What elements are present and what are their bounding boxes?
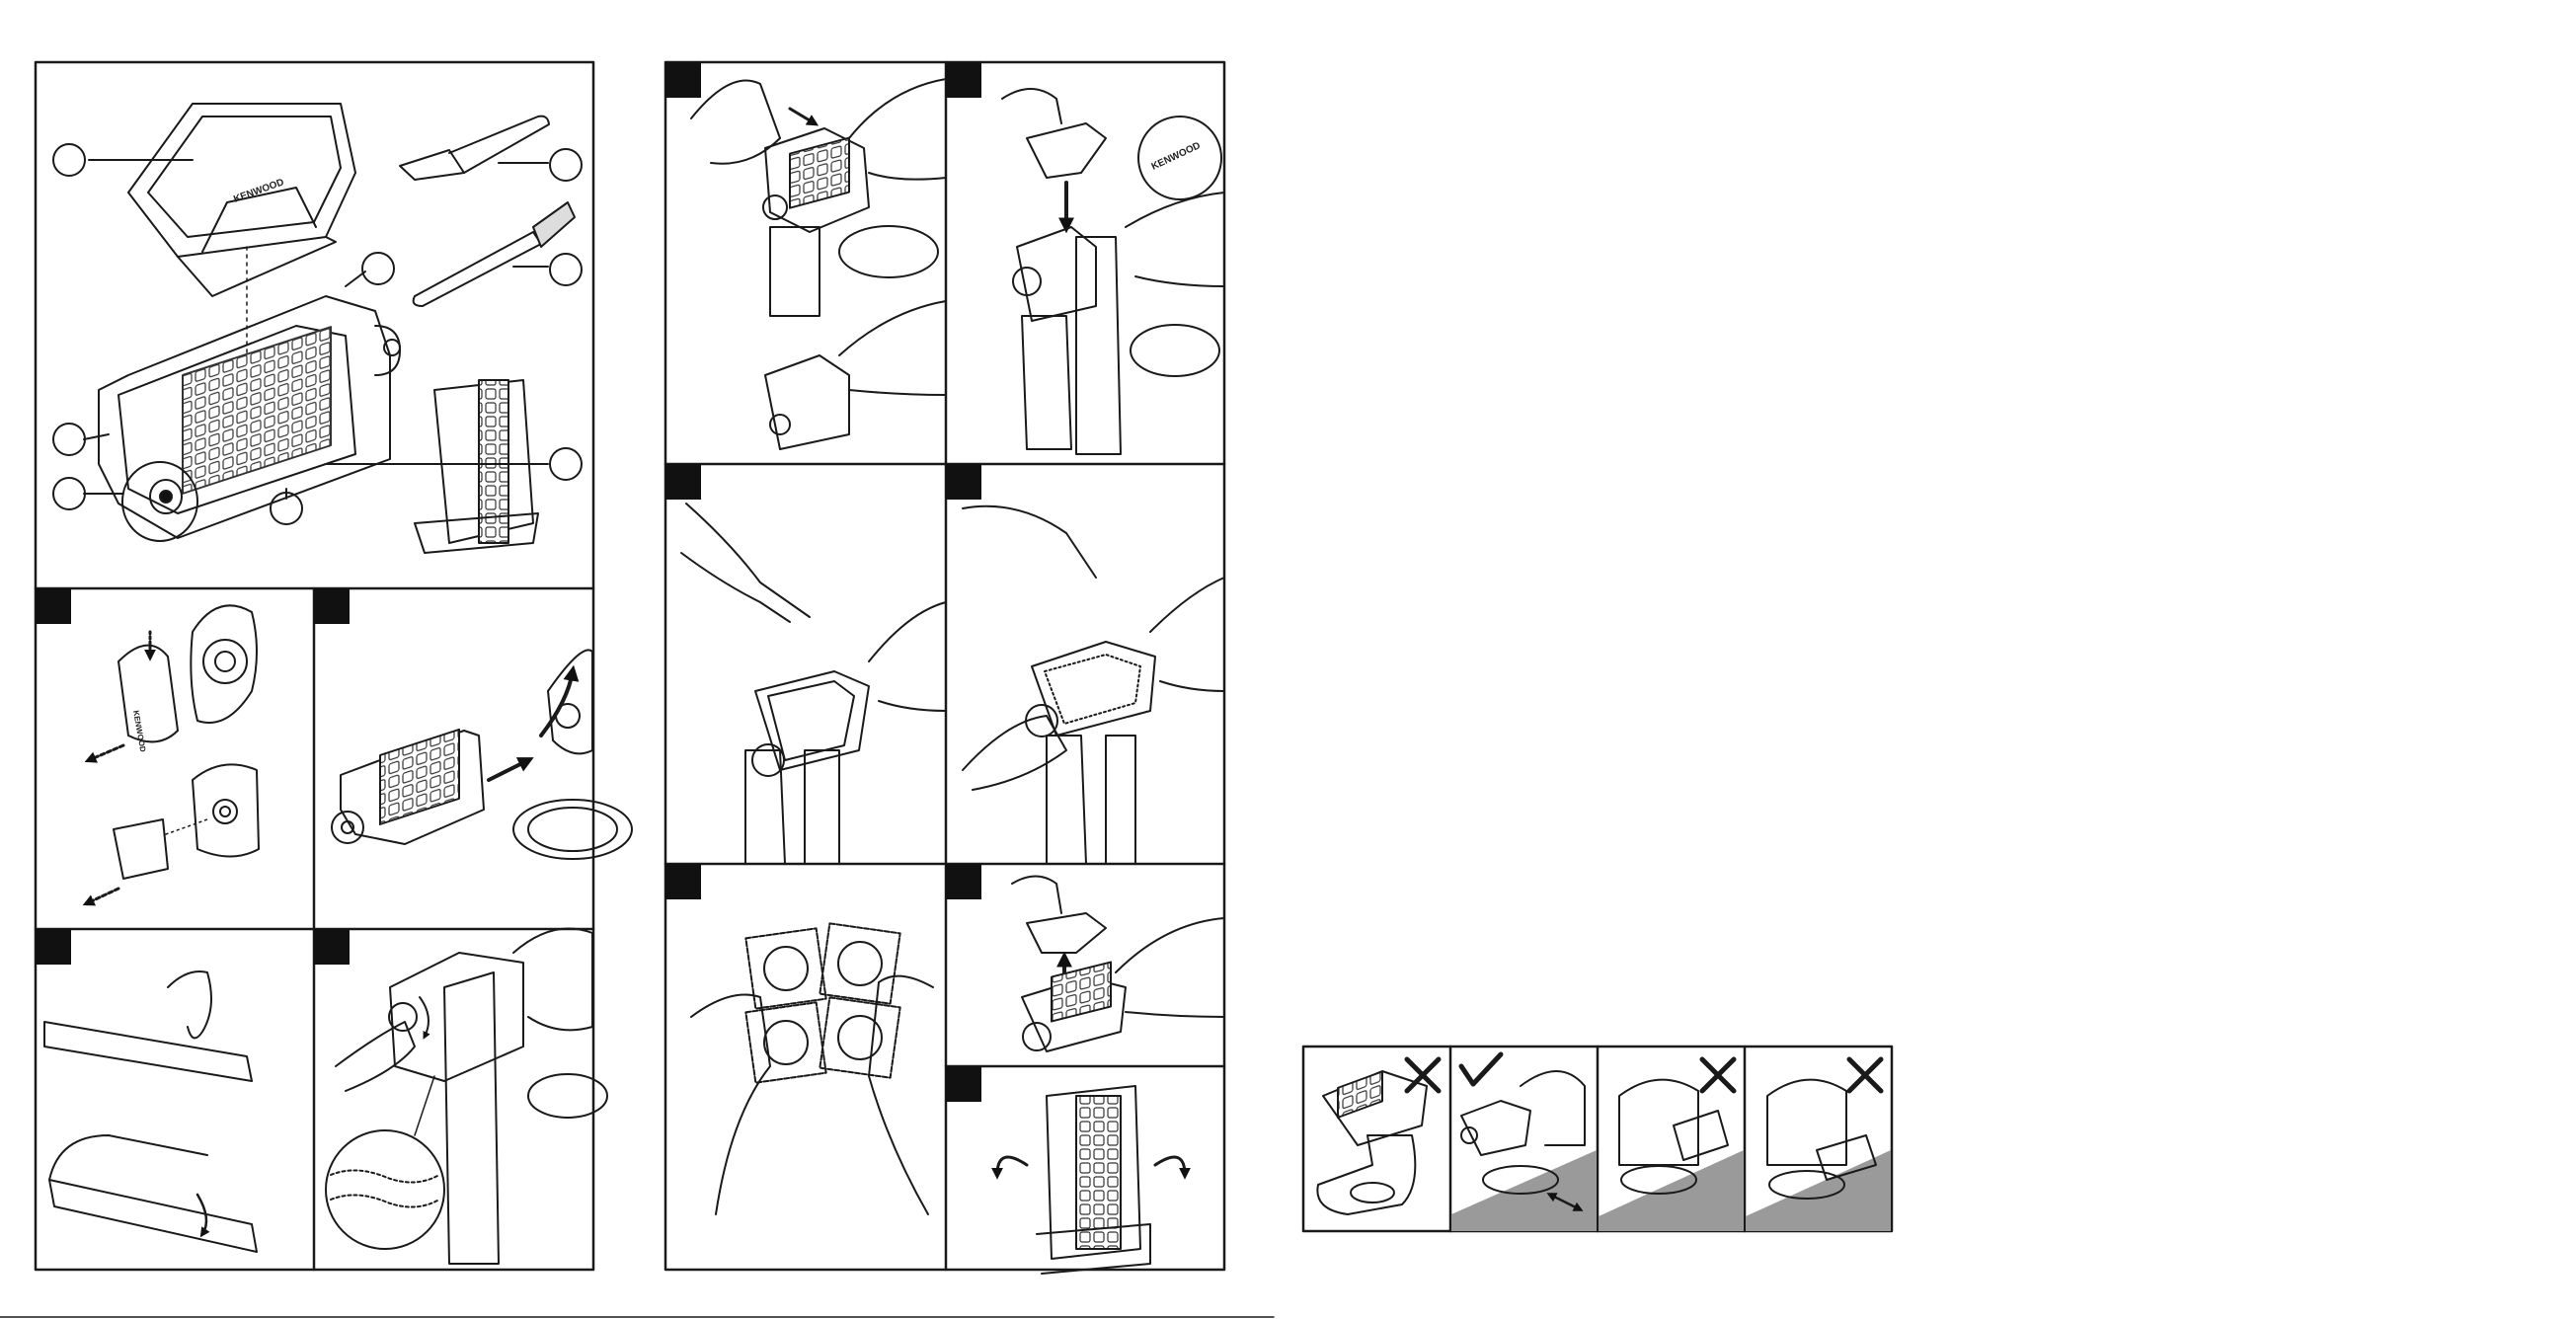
step-badge [946,1066,981,1102]
callout-circle-4 [362,253,394,284]
step-attach-panel [314,588,632,859]
step-badge [665,62,701,98]
step-open-cutter-panel [946,1066,1185,1274]
callout-circle-8 [550,448,582,480]
step-badge [36,929,71,965]
step-feed-sheet-panel [665,62,946,449]
check-icon [1461,1054,1501,1084]
step-remove-hopper-panel [946,864,1224,1051]
step-turn-handle-panel [946,464,1224,864]
surface-shade [1451,1150,1597,1231]
hopper-part: KENWOOD [128,104,355,296]
handle-knob [122,462,197,541]
cutter-insert-part [415,380,538,553]
callout-circle-2 [550,149,582,181]
callout-circle-1 [53,144,85,176]
spatula-part [400,116,549,180]
step-prepare-sheet-panel [36,929,257,1252]
storage-panel-1 [1317,1059,1439,1214]
step-badge [314,929,350,965]
surface-shade [1599,1150,1744,1231]
parts-overview-panel: KENWOOD [53,104,582,553]
step-crank-panel [314,929,607,1265]
cross-icon [1849,1059,1881,1091]
cross-icon [1702,1059,1734,1091]
step-badge [665,464,701,500]
step-badge [946,864,981,899]
step-badge [946,464,981,500]
step-separate-panel [665,864,933,1214]
cover-logo: KENWOOD [131,710,147,753]
callout-circle-3 [550,254,582,285]
step-insert-hopper-panel: KENWOOD [946,62,1224,454]
callout-circle-6 [53,478,85,509]
brush-part [414,202,575,306]
step-badge [36,588,71,624]
cross-icon [1407,1059,1439,1091]
step-remove-cover-panel: KENWOOD [36,588,259,903]
storage-guidance-strip [1303,1047,1892,1231]
step-add-filling-panel [665,464,946,864]
callout-circle-5 [53,424,85,455]
step-badge [665,864,701,899]
step-badge [314,588,350,624]
step-badge [946,62,981,98]
ravioli-maker-body [99,296,400,538]
